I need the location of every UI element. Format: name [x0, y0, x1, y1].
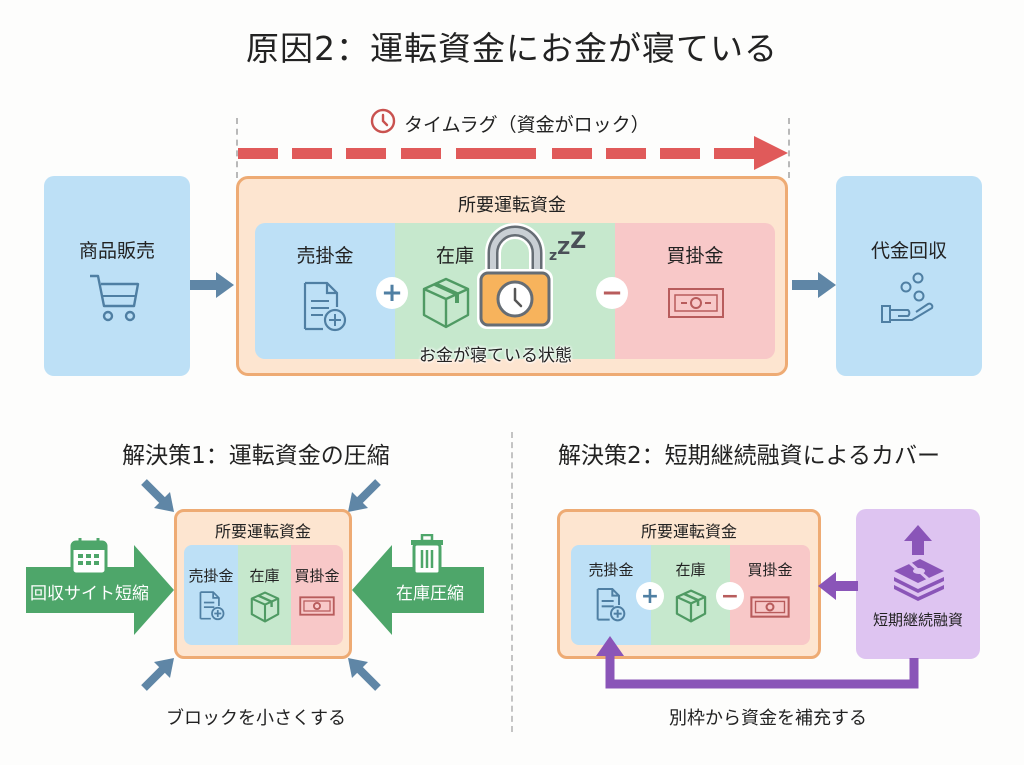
solution2-segment-payables: 買掛金: [730, 545, 810, 645]
sleeping-money-caption: お金が寝ている状態: [419, 346, 572, 366]
solution2-box-header: 所要運転資金: [640, 522, 737, 541]
product-sales-label: 商品販売: [78, 240, 155, 262]
clock-icon: [370, 108, 396, 139]
timelag-end-marker: [788, 118, 790, 178]
segment-label: 在庫: [675, 561, 706, 579]
shorten-collection-label: 回収サイト短縮: [30, 584, 149, 604]
timelag-start-marker: [236, 118, 238, 178]
box-icon: [422, 277, 470, 329]
payment-collection-box: 代金回収: [836, 176, 982, 376]
working-capital-box: 所要運転資金 売掛金 在庫 買掛金 + −: [236, 176, 788, 376]
hand-coins-icon: [881, 272, 934, 323]
segment-payables: 買掛金: [615, 223, 775, 359]
flow-arrow-in: [190, 272, 234, 298]
banknote-icon: [299, 596, 335, 616]
short-term-loan-label: 短期継続融資: [872, 611, 963, 629]
invoice-document-icon: [303, 281, 347, 332]
timelag-text: タイムラグ（資金がロック）: [404, 114, 650, 136]
solution2-caption: 別枠から資金を補充する: [669, 708, 867, 729]
solution1-working-capital-box: 所要運転資金 売掛金 在庫 買掛金: [174, 509, 352, 659]
solution1-segment-receivables: 売掛金: [184, 545, 238, 645]
compress-arrow-top-right: [348, 479, 381, 512]
invoice-document-icon: [199, 591, 225, 621]
working-capital-header: 所要運転資金: [458, 195, 566, 216]
segment-label: 買掛金: [747, 561, 793, 579]
plus-operator: +: [636, 582, 664, 610]
solution1-box-header: 所要運転資金: [214, 522, 311, 541]
solution2-title: 解決策2：短期継続融資によるカバー: [558, 443, 940, 469]
timelag-dashed-arrow: [238, 136, 788, 170]
segment-label: 買掛金: [294, 567, 340, 585]
segment-label: 売掛金: [296, 245, 354, 267]
segment-label: 買掛金: [666, 245, 724, 267]
calendar-icon: [70, 538, 108, 576]
page-title: 原因2：運転資金にお金が寝ている: [246, 29, 778, 68]
product-sales-box: 商品販売: [44, 176, 190, 376]
plus-operator: +: [376, 277, 408, 309]
segment-label: 在庫: [249, 567, 280, 585]
trash-icon: [411, 534, 443, 576]
solution1-segment-payables: 買掛金: [291, 545, 343, 645]
shorten-collection-arrow: 回収サイト短縮: [26, 545, 174, 635]
short-term-loan-box: 短期継続融資: [856, 509, 980, 659]
minus-operator: −: [596, 277, 628, 309]
flow-arrow-out: [792, 272, 836, 298]
segment-label: 在庫: [435, 245, 474, 267]
money-stack-up-icon: [894, 525, 944, 601]
segment-label: 売掛金: [188, 567, 234, 585]
loan-inflow-arrow: [818, 572, 858, 600]
loan-replenish-arrow: [596, 636, 919, 689]
timelag-label-group: タイムラグ（資金がロック）: [370, 108, 650, 139]
segment-label: 売掛金: [588, 561, 634, 579]
invoice-document-icon: [596, 588, 626, 622]
solution1-caption: ブロックを小さくする: [166, 708, 346, 729]
payment-collection-label: 代金回収: [870, 240, 947, 262]
reduce-inventory-arrow: 在庫圧縮: [352, 545, 484, 635]
shopping-cart-icon: [90, 274, 140, 322]
segment-receivables: 売掛金: [255, 223, 395, 359]
compress-arrow-bottom-left: [141, 658, 174, 691]
sleep-zzz-icon: zZZ: [549, 229, 587, 264]
compress-arrow-top-left: [141, 479, 174, 512]
box-icon: [250, 591, 280, 623]
banknote-icon: [668, 288, 724, 318]
solution1-title: 解決策1：運転資金の圧縮: [122, 443, 390, 469]
section-divider: [511, 432, 513, 732]
reduce-inventory-label: 在庫圧縮: [396, 584, 464, 604]
banknote-icon: [750, 596, 790, 618]
padlock-clock-icon: [477, 223, 553, 329]
minus-operator: −: [716, 582, 744, 610]
compress-arrow-bottom-right: [348, 658, 381, 691]
solution1-segment-inventory: 在庫: [238, 545, 291, 645]
box-icon: [675, 589, 707, 623]
solution2-working-capital-box: 所要運転資金 売掛金 在庫 買掛金 + −: [557, 509, 821, 659]
